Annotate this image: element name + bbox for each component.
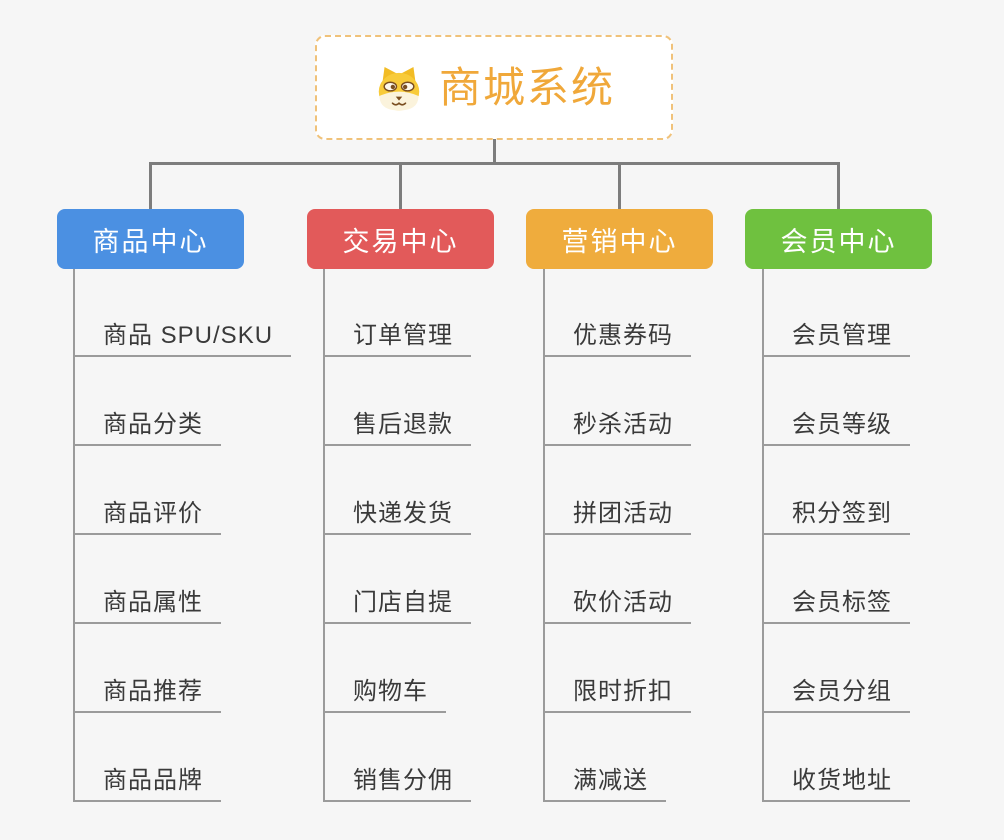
topic-item[interactable]: 快递发货 [323, 499, 471, 535]
branch-spine-line [762, 269, 764, 802]
topic-item[interactable]: 会员等级 [762, 410, 910, 446]
connector-line [837, 162, 840, 210]
topic-item[interactable]: 门店自提 [323, 588, 471, 624]
topic-item[interactable]: 砍价活动 [543, 588, 691, 624]
topic-item[interactable]: 收货地址 [762, 766, 910, 802]
topic-item[interactable]: 购物车 [323, 677, 446, 713]
connector-line [492, 139, 496, 165]
topic-item[interactable]: 商品分类 [73, 410, 221, 446]
topic-item[interactable]: 商品评价 [73, 499, 221, 535]
topic-item[interactable]: 满减送 [543, 766, 666, 802]
topic-item[interactable]: 限时折扣 [543, 677, 691, 713]
branch-spine-line [323, 269, 325, 802]
topic-item[interactable]: 会员分组 [762, 677, 910, 713]
connector-line [149, 162, 152, 210]
connector-line [618, 162, 621, 210]
root-topic-label: 商城系统 [438, 63, 615, 111]
topic-item[interactable]: 优惠券码 [543, 321, 691, 357]
topic-item[interactable]: 商品推荐 [73, 677, 221, 713]
connector-line [399, 162, 402, 210]
branch-topic[interactable]: 商品中心 [57, 209, 244, 269]
branch-topic[interactable]: 会员中心 [745, 209, 932, 269]
topic-item[interactable]: 会员管理 [762, 321, 910, 357]
branch-topic[interactable]: 交易中心 [307, 209, 494, 269]
topic-item[interactable]: 会员标签 [762, 588, 910, 624]
topic-item[interactable]: 销售分佣 [323, 766, 471, 802]
root-topic[interactable]: 商城系统 [315, 35, 673, 140]
branch-topic[interactable]: 营销中心 [526, 209, 713, 269]
branch-spine-line [543, 269, 545, 802]
topic-item[interactable]: 秒杀活动 [543, 410, 691, 446]
dog-face-icon [378, 66, 420, 110]
topic-item[interactable]: 商品品牌 [73, 766, 221, 802]
topic-item[interactable]: 积分签到 [762, 499, 910, 535]
topic-item[interactable]: 商品 SPU/SKU [73, 321, 292, 357]
topic-item[interactable]: 拼团活动 [543, 499, 691, 535]
topic-item[interactable]: 订单管理 [323, 321, 471, 357]
topic-item[interactable]: 售后退款 [323, 410, 471, 446]
topic-item[interactable]: 商品属性 [73, 588, 221, 624]
connector-line [149, 162, 840, 165]
branch-spine-line [73, 269, 75, 802]
